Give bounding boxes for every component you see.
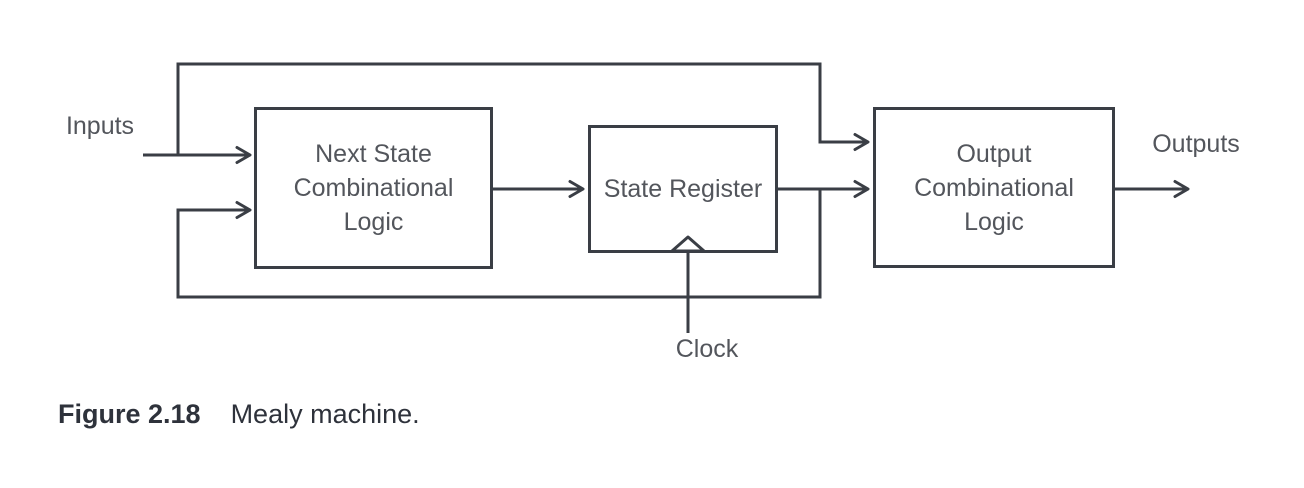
next-state-logic-box: Next State Combinational Logic [254,107,493,269]
output-logic-label: Output Combinational Logic [914,139,1074,236]
state-register-box: State Register [588,125,778,253]
state-register-label: State Register [603,175,763,203]
next-state-logic-label: Next State Combinational Logic [293,140,454,236]
figure-caption: Figure 2.18 Mealy machine. [58,399,420,430]
figure-number: Figure 2.18 [58,399,201,429]
clock-label: Clock [675,335,739,363]
figure-caption-text: Mealy machine. [230,399,420,429]
outputs-label: Outputs [1152,130,1240,158]
inputs-label: Inputs [65,112,135,140]
output-logic-box: Output Combinational Logic [873,107,1115,268]
